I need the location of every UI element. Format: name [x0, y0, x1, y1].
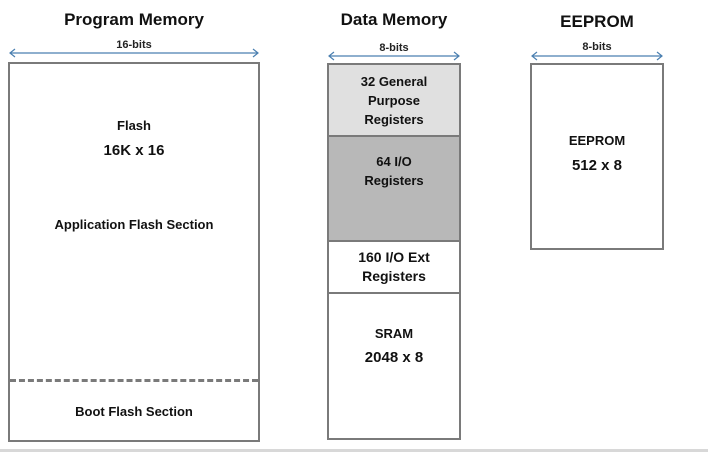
program-memory-width-label: 16-bits: [116, 39, 152, 51]
bottom-edge: [0, 449, 708, 452]
gp-registers-line-3: Registers: [364, 112, 424, 127]
eeprom-label: EEPROM: [568, 133, 626, 148]
data-memory-width-arrow: [327, 51, 461, 61]
gp-io-divider: [329, 135, 459, 137]
boot-section-divider: [10, 379, 258, 382]
gp-registers-line-2: Purpose: [367, 93, 420, 108]
io-ext-divider: [329, 240, 459, 242]
io-ext-registers-line-1: 160 I/O Ext: [358, 249, 430, 265]
eeprom-box: EEPROM 512 x 8: [530, 63, 664, 250]
flash-label: Flash: [117, 118, 151, 133]
io-registers-line-1: 64 I/O: [376, 154, 412, 169]
eeprom-size: 512 x 8: [571, 157, 623, 174]
io-ext-registers-block: 160 I/O Ext Registers: [329, 242, 459, 292]
sram-label: SRAM: [374, 326, 414, 341]
flash-size: 16K x 16: [103, 142, 165, 159]
eeprom-width-label: 8-bits: [582, 41, 612, 53]
application-flash-section: Application Flash Section: [54, 217, 214, 232]
eeprom-title: EEPROM: [560, 12, 634, 31]
data-memory-width-label: 8-bits: [379, 42, 409, 54]
data-memory-box: 32 General Purpose Registers 64 I/O Regi…: [327, 63, 461, 440]
io-registers-block: 64 I/O Registers: [329, 137, 459, 240]
ext-sram-divider: [329, 292, 459, 294]
program-memory-box: Flash 16K x 16 Application Flash Section…: [8, 62, 260, 442]
io-ext-registers-line-2: Registers: [362, 268, 426, 284]
program-memory-width-arrow: [8, 48, 260, 58]
eeprom-width-arrow: [530, 51, 664, 61]
data-memory-title: Data Memory: [340, 10, 448, 29]
gp-registers-line-1: 32 General: [360, 74, 428, 89]
sram-size: 2048 x 8: [364, 349, 424, 366]
boot-flash-section: Boot Flash Section: [75, 404, 193, 419]
program-memory-title: Program Memory: [64, 10, 204, 29]
io-registers-line-2: Registers: [364, 173, 424, 188]
gp-registers-block: 32 General Purpose Registers: [329, 65, 459, 135]
